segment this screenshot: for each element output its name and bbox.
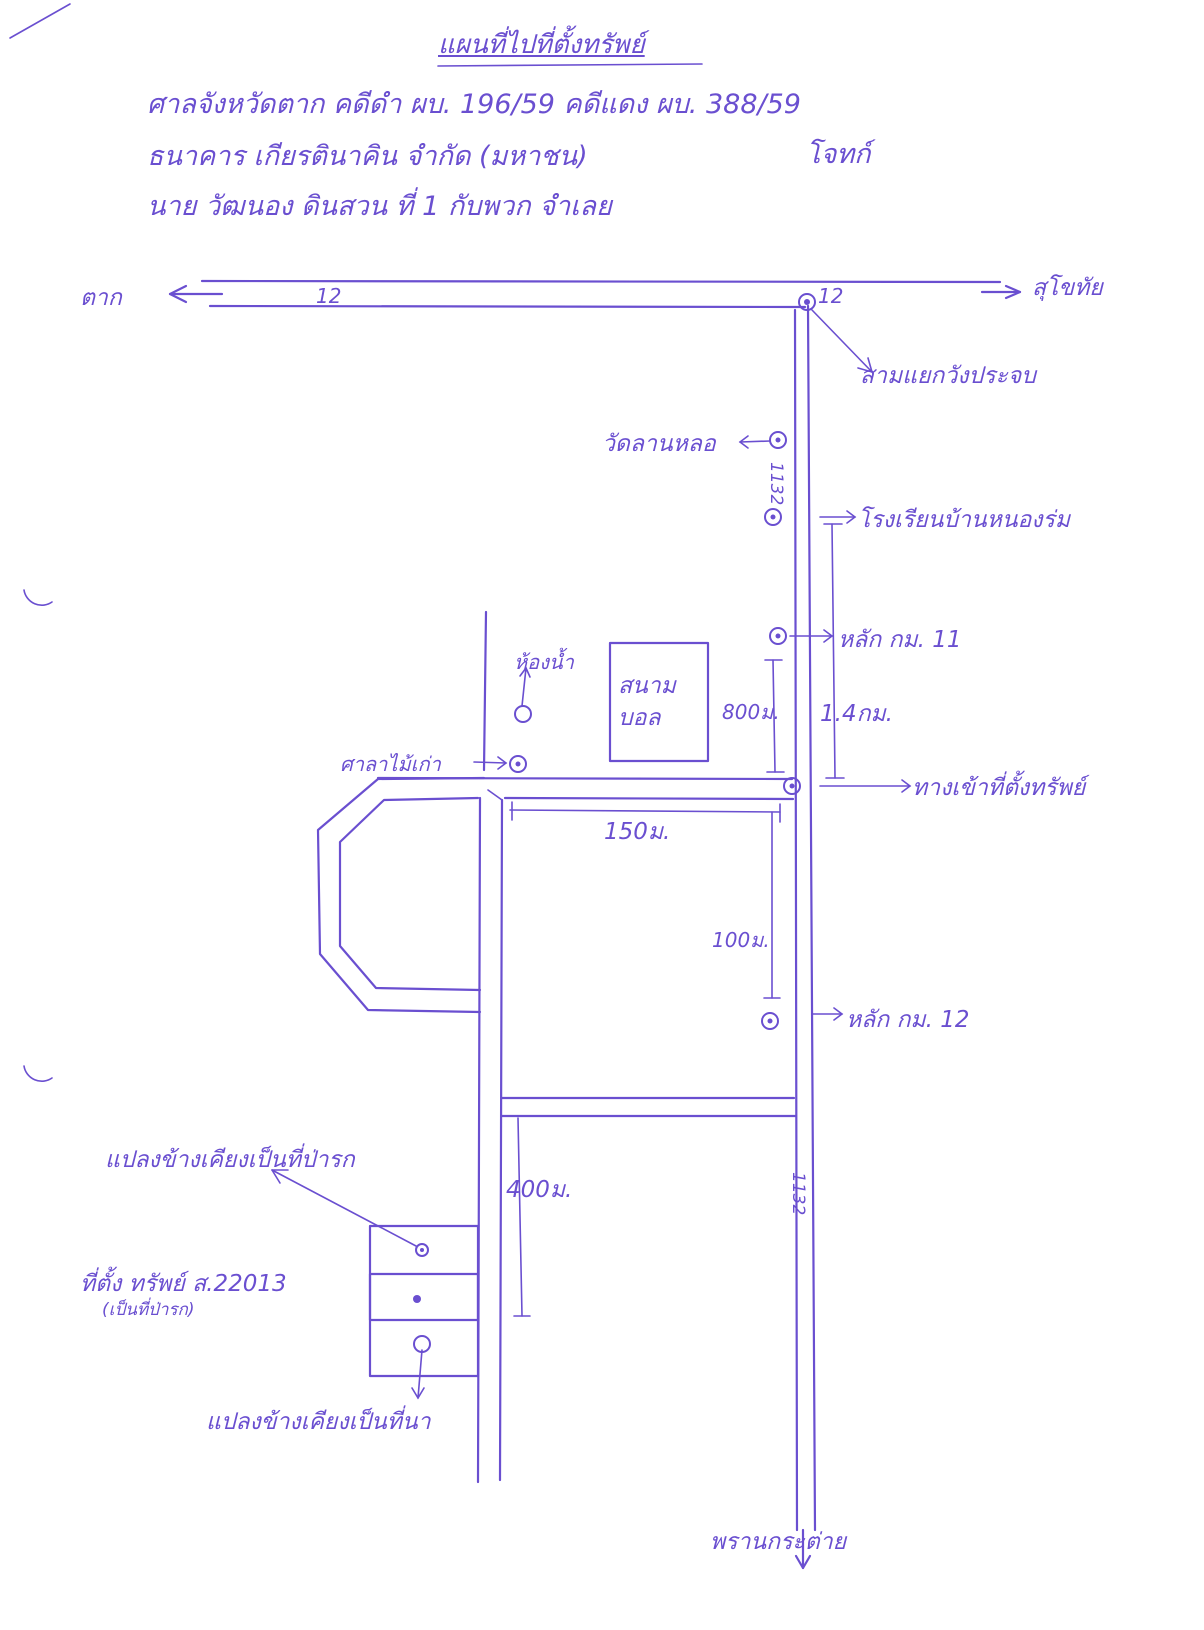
plaintiff-role: โจทก์ xyxy=(806,139,871,170)
label-restroom: ห้องน้ำ xyxy=(514,650,574,674)
dim-150 xyxy=(509,801,781,823)
km11-marker xyxy=(769,627,834,645)
junction-marker xyxy=(798,293,874,374)
label-south-neighbor: แปลงข้างเคียงเป็นที่นา xyxy=(206,1409,431,1435)
label-highway-12-east: 12 xyxy=(818,284,844,308)
highway-12 xyxy=(168,279,1022,309)
label-dist-100: 100ม. xyxy=(712,928,770,952)
pavilion-marker xyxy=(473,755,527,773)
punch-hole-top xyxy=(23,589,53,606)
lower-cross-roads xyxy=(500,1096,798,1118)
label-temple: วัดลานหลอ xyxy=(602,431,716,457)
label-highway-12-west: 12 xyxy=(316,284,342,308)
label-highway-1132-north: 1132 xyxy=(766,462,786,506)
km12-marker xyxy=(761,1007,844,1030)
punch-hole-bottom xyxy=(23,1065,53,1082)
football-field xyxy=(608,641,710,763)
village-road-north-south xyxy=(476,610,504,1484)
label-km12: หลัก กม. 12 xyxy=(846,1007,970,1033)
plaintiff-name: ธนาคาร เกียรตินาคิน จำกัด (มหาชน) xyxy=(147,141,588,172)
label-pavilion: ศาลาไม้เก่า xyxy=(340,752,441,776)
map-title: แผนที่ไปที่ตั้งทรัพย์ xyxy=(438,30,645,60)
label-north-neighbor: แปลงข้างเคียงเป็นที่ป่ารก xyxy=(105,1147,355,1173)
label-entrance: ทางเข้าที่ตั้งทรัพย์ xyxy=(912,775,1086,801)
school-marker xyxy=(764,508,857,526)
label-field-1: สนาม xyxy=(618,673,676,699)
label-highway-1132-south: 1132 xyxy=(788,1172,808,1216)
label-school: โรงเรียนบ้านหนองร่ม xyxy=(858,507,1071,533)
label-south-destination: พรานกระต่าย xyxy=(710,1529,847,1555)
label-dist-1-4km: 1.4กม. xyxy=(820,701,893,727)
dim-100 xyxy=(763,811,781,999)
dim-800 xyxy=(764,659,785,773)
label-field-2: บอล xyxy=(618,705,661,731)
label-km11: หลัก กม. 11 xyxy=(838,627,962,653)
loop-road xyxy=(316,776,486,1014)
temple-marker xyxy=(738,431,787,449)
label-property-sub: (เป็นที่ป่ารก) xyxy=(102,1300,195,1320)
defendant-line: นาย วัฒนอง ดินสวน ที่ 1 กับพวก จำเลย xyxy=(147,191,612,222)
label-dist-800: 800ม. xyxy=(722,700,780,724)
restroom-marker xyxy=(514,666,532,723)
entrance-marker xyxy=(783,777,912,795)
dim-400 xyxy=(513,1117,531,1317)
label-property: ที่ตั้ง ทรัพย์ ส.22013 xyxy=(80,1271,287,1297)
label-west-tak: ตาก xyxy=(80,285,122,311)
land-parcels xyxy=(271,1169,480,1400)
highway-1132 xyxy=(793,304,817,1570)
label-east-sukhothai: สุโขทัย xyxy=(1032,275,1103,301)
corner-mark xyxy=(9,3,71,39)
dim-1-4km xyxy=(823,523,845,779)
label-dist-400: 400ม. xyxy=(506,1177,573,1203)
court-case-line: ศาลจังหวัดตาก คดีดำ ผบ. 196/59 คดีแดง ผบ… xyxy=(147,89,801,120)
label-dist-150: 150ม. xyxy=(604,819,671,845)
title-underline xyxy=(437,63,703,67)
access-road-east-west xyxy=(376,776,795,801)
label-junction: สามแยกวังประจบ xyxy=(860,363,1036,389)
